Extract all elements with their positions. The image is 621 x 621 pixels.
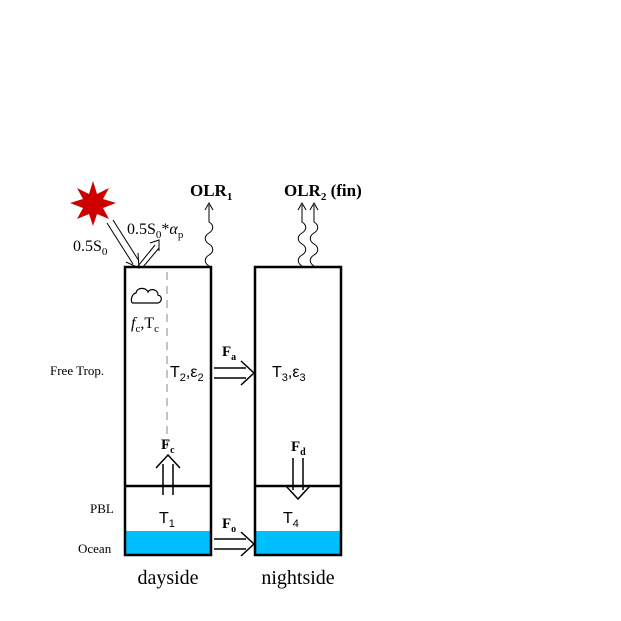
fd-arrow	[285, 458, 311, 501]
olr1-label: OLR1	[190, 181, 232, 203]
fa-arrow	[214, 360, 256, 386]
dayside-pbl-temp: T1	[159, 510, 175, 530]
free-trop-label: Free Trop.	[50, 363, 104, 378]
fo-arrow	[214, 531, 256, 557]
pbl-label: PBL	[90, 501, 114, 516]
fd-label: Fd	[291, 439, 306, 458]
nightside-ft-temp: T3,ε3	[272, 364, 306, 384]
reflected-solar-arrow	[137, 239, 160, 268]
fc-arrow	[155, 453, 181, 495]
ocean-label: Ocean	[78, 541, 112, 556]
incoming-solar-label: 0.5S0	[73, 238, 108, 258]
red-star-icon	[70, 181, 116, 226]
fc-label: Fc	[161, 437, 175, 456]
dayside-ocean-fill	[125, 531, 211, 555]
nightside-pbl-temp: T4	[283, 510, 299, 530]
nightside-caption: nightside	[261, 567, 334, 589]
dayside-caption: dayside	[137, 567, 198, 589]
wavy-arrow-icon	[297, 201, 319, 267]
fo-label: Fo	[222, 516, 236, 535]
olr2-label: OLR2 (fin)	[284, 181, 362, 203]
dayside-column	[123, 265, 213, 557]
nightside-ocean-fill	[255, 531, 341, 555]
wavy-arrow-icon	[204, 201, 214, 267]
reflected-solar-label: 0.5S0*αp	[127, 221, 184, 241]
cloud-params-label: fc,Tc	[131, 315, 159, 335]
fa-label: Fa	[222, 344, 236, 363]
nightside-column	[253, 265, 343, 557]
cloud-icon	[130, 287, 162, 304]
dayside-ft-temp: T2,ε2	[170, 364, 204, 384]
